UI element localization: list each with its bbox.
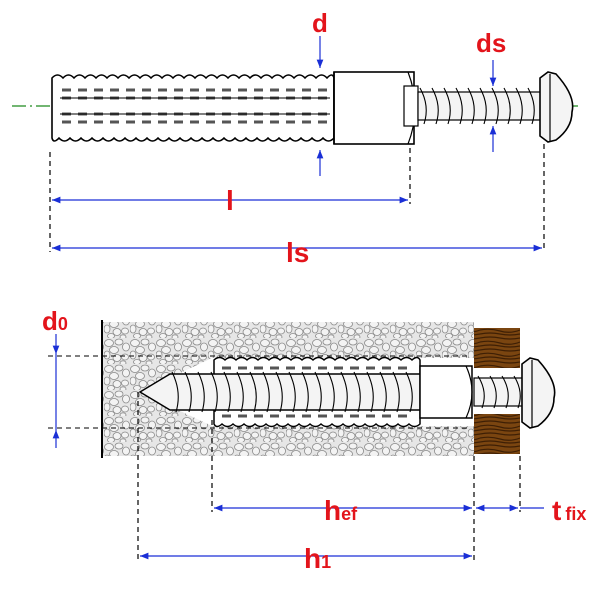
label-h1: h1 — [304, 543, 331, 574]
label-l: l — [226, 185, 234, 216]
top-screw — [417, 71, 574, 143]
label-d: d — [312, 8, 328, 38]
fixture-wood-top — [474, 328, 520, 368]
installed-screw-head — [521, 357, 556, 429]
top-anchor-assembly: d ds l ls — [12, 8, 580, 268]
dim-d: d — [312, 8, 328, 176]
fixture-wood-bottom — [474, 414, 520, 454]
dim-ds: ds — [476, 28, 506, 152]
label-d0: d0 — [42, 306, 68, 336]
label-ls: ls — [286, 237, 309, 268]
screw-head — [539, 71, 574, 143]
plug-body — [51, 71, 419, 145]
dim-l: l — [52, 185, 408, 216]
dim-ls: ls — [52, 237, 542, 268]
plug-sleeve — [333, 71, 415, 145]
dim-hef: hef — [214, 495, 472, 526]
dim-h1: h1 — [140, 543, 472, 574]
dim-d0: d0 — [42, 306, 68, 448]
label-hef: hef — [324, 495, 358, 526]
label-ds: ds — [476, 28, 506, 58]
installed-sleeve — [419, 365, 473, 419]
